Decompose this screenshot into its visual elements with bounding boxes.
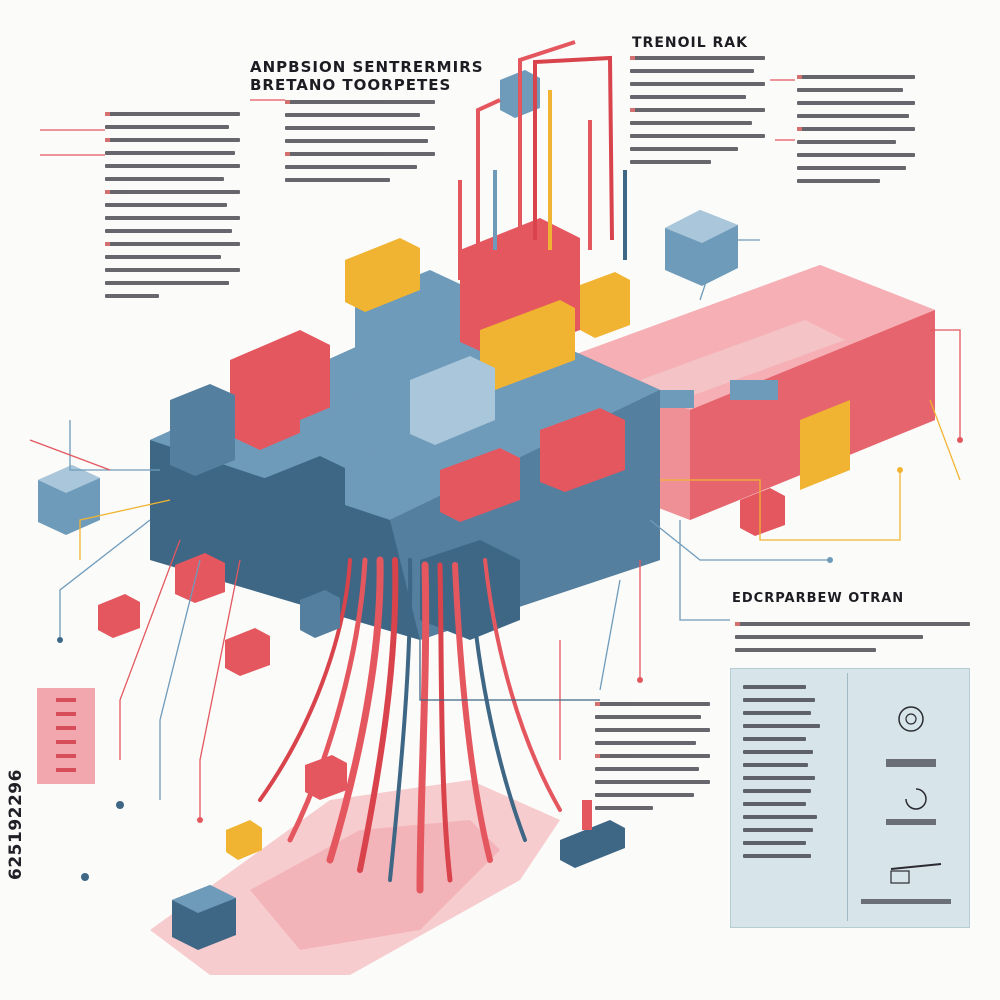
top-center-heading: ANPBSION SENTRERMIRS BRETANO TOORPETES [250,58,484,94]
pink-legend-tag [37,688,95,784]
hanging-modules [98,488,785,950]
top-center-heading-line-2: BRETANO TOORPETES [250,76,452,94]
legend-panel [730,668,970,928]
stock-id-label: 625192296 [6,769,26,880]
panel-left-text [743,685,833,867]
upper-right-box [665,210,738,286]
center-right-text-block [595,702,710,819]
top-center-heading-line-1: ANPBSION SENTRERMIRS [250,58,484,76]
lower-right-text-block [735,622,970,661]
pipe-trunk [258,556,562,894]
upward-pipes [458,40,627,280]
top-right-text-block [630,56,765,173]
left-box [38,465,100,535]
top-center-text-block [285,100,435,191]
panel-divider [847,673,848,921]
panel-icons [861,706,951,904]
lower-right-heading: EDCRPARBEW OTRAN [732,591,905,606]
connector-dots [57,437,963,881]
leader-lines [29,79,961,820]
top-right-heading: TRENOIL RAK [632,35,748,51]
left-text-block [105,112,240,307]
ground-shadow [150,780,560,975]
far-right-text-block [797,75,915,192]
central-machine [150,70,660,640]
